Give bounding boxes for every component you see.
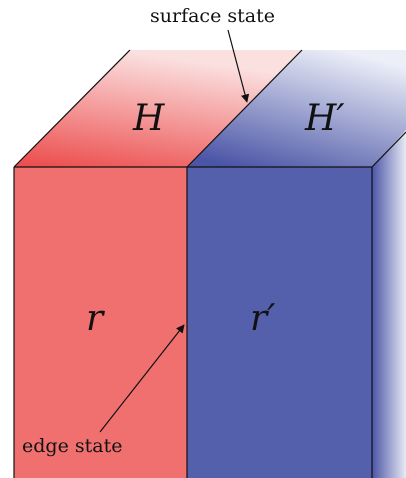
left-top-face bbox=[14, 50, 302, 167]
surface-state-label: surface state bbox=[150, 5, 275, 27]
top-right-hamiltonian-label: H′ bbox=[304, 98, 345, 139]
left-front-face bbox=[14, 167, 187, 478]
left-top-edge bbox=[13, 49, 131, 168]
interface-top-edge bbox=[186, 49, 303, 168]
right-top-edge bbox=[371, 131, 406, 168]
right-top-face bbox=[187, 50, 406, 167]
front-left-region-label: r bbox=[86, 298, 105, 339]
right-side-face bbox=[372, 130, 406, 478]
front-right-region-label: r′ bbox=[250, 298, 275, 339]
top-left-hamiltonian-label: H bbox=[132, 98, 165, 139]
edge-state-arrow bbox=[99, 324, 185, 433]
surface-state-arrow bbox=[227, 29, 250, 103]
edge-state-label: edge state bbox=[22, 435, 122, 457]
right-front-face bbox=[187, 167, 372, 478]
